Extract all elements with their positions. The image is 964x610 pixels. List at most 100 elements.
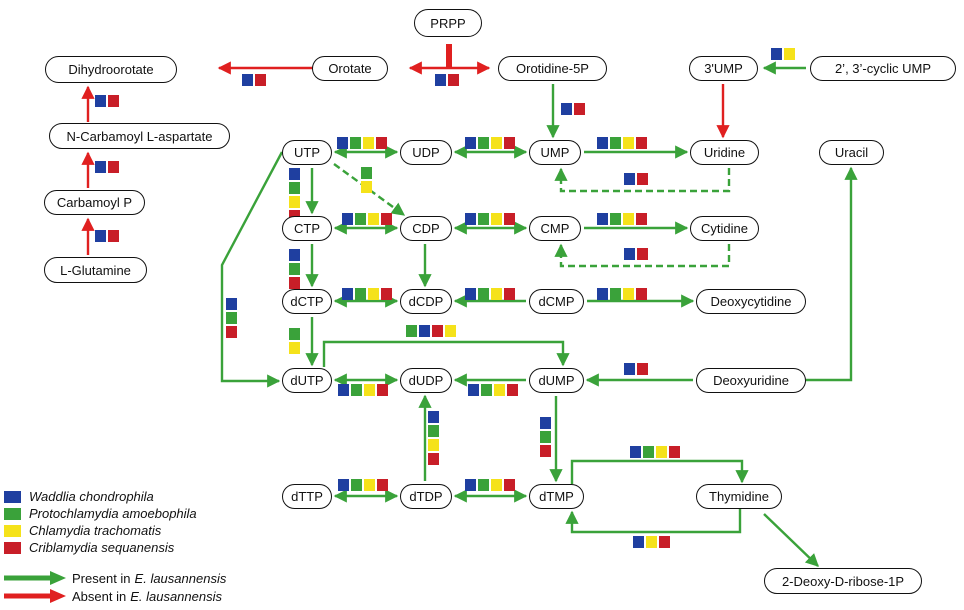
node-uridine: Uridine [690, 140, 759, 165]
species-square-criblamydia [428, 453, 439, 465]
species-square-chlamydia [289, 342, 300, 354]
present-organism: E. lausannensis [134, 570, 227, 586]
legend-label: Criblamydia sequanensis [29, 540, 175, 555]
species-square-criblamydia [448, 74, 459, 86]
species-square-waddlia [597, 137, 608, 149]
species-square-waddlia [465, 213, 476, 225]
species-square-criblamydia [289, 277, 300, 289]
species-square-waddlia [342, 213, 353, 225]
waddlia-swatch [4, 490, 21, 503]
node-deoxycytidine: Deoxycytidine [696, 289, 806, 314]
species-square-criblamydia [504, 213, 515, 225]
node-carbamoyl-p: Carbamoyl P [44, 190, 145, 215]
node-dtdp: dTDP [400, 484, 452, 509]
species-square-criblamydia [504, 479, 515, 491]
species-square-protochlamydia [289, 328, 300, 340]
node-dctp: dCTP [282, 289, 332, 314]
species-square-chlamydia [445, 325, 456, 337]
species-square-chlamydia [364, 479, 375, 491]
species-square-waddlia [633, 536, 644, 548]
species-square-chlamydia [646, 536, 657, 548]
species-square-chlamydia [368, 288, 379, 300]
species-square-criblamydia [377, 479, 388, 491]
node-utp: UTP [282, 140, 332, 165]
red-arrow-icon [4, 589, 66, 603]
species-square-waddlia [435, 74, 446, 86]
species-square-waddlia [95, 161, 106, 173]
green-arrow-icon [4, 571, 66, 585]
species-square-criblamydia [108, 230, 119, 242]
species-square-waddlia [342, 288, 353, 300]
species-square-waddlia [428, 411, 439, 423]
species-square-criblamydia [669, 446, 680, 458]
node-ump: UMP [529, 140, 581, 165]
species-square-criblamydia [504, 288, 515, 300]
species-square-chlamydia [364, 384, 375, 396]
species-square-waddlia [624, 248, 635, 260]
species-square-criblamydia [226, 326, 237, 338]
node-dudp: dUDP [400, 368, 452, 393]
species-square-chlamydia [623, 137, 634, 149]
reaction-arrow-uridine-ump [554, 167, 731, 193]
species-square-criblamydia [108, 161, 119, 173]
node-deoxyuridine: Deoxyuridine [696, 368, 806, 393]
species-square-criblamydia [381, 288, 392, 300]
species-square-waddlia [624, 363, 635, 375]
absent-organism: E. lausannensis [130, 588, 222, 604]
species-square-criblamydia [507, 384, 518, 396]
species-square-criblamydia [255, 74, 266, 86]
species-square-chlamydia [656, 446, 667, 458]
reaction-arrow-cytidine-cmp [554, 243, 731, 268]
species-square-chlamydia [623, 288, 634, 300]
legend-label: Protochlamydia amoebophila [29, 506, 197, 521]
species-square-waddlia [289, 249, 300, 261]
present-label: Present in [72, 570, 131, 586]
species-square-waddlia [289, 168, 300, 180]
species-square-chlamydia [368, 213, 379, 225]
reaction-arrow-thymidine-dtmp [565, 509, 742, 534]
node-cyclic-ump: 2’, 3’-cyclic UMP [810, 56, 956, 81]
species-square-protochlamydia [289, 182, 300, 194]
species-square-chlamydia [494, 384, 505, 396]
species-square-criblamydia [108, 95, 119, 107]
species-square-waddlia [624, 173, 635, 185]
species-square-criblamydia [574, 103, 585, 115]
species-square-waddlia [242, 74, 253, 86]
absent-label: Absent in [72, 588, 127, 604]
species-square-chlamydia [491, 137, 502, 149]
species-square-criblamydia [636, 213, 647, 225]
species-square-waddlia [468, 384, 479, 396]
species-square-protochlamydia [478, 479, 489, 491]
node-udp: UDP [400, 140, 452, 165]
species-square-criblamydia [540, 445, 551, 457]
species-square-waddlia [226, 298, 237, 310]
species-square-protochlamydia [610, 137, 621, 149]
legend-item-chlamydia: Chlamydia trachomatis [4, 523, 161, 538]
node-dcdp: dCDP [400, 289, 452, 314]
reaction-arrow-utp-cdp [333, 163, 406, 216]
species-square-waddlia [561, 103, 572, 115]
species-square-criblamydia [637, 363, 648, 375]
reaction-arrow-thymidine-deoxy_ribose [763, 513, 819, 567]
species-square-criblamydia [504, 137, 515, 149]
species-square-protochlamydia [355, 213, 366, 225]
legend-item-waddlia: Waddlia chondrophila [4, 489, 154, 504]
species-square-protochlamydia [478, 213, 489, 225]
species-square-protochlamydia [610, 288, 621, 300]
node-ctp: CTP [282, 216, 332, 241]
species-square-criblamydia [637, 248, 648, 260]
species-square-protochlamydia [289, 263, 300, 275]
species-square-waddlia [465, 137, 476, 149]
species-square-chlamydia [491, 479, 502, 491]
reaction-arrow-deoxyuridine-uracil [806, 166, 858, 382]
protochlamydia-swatch [4, 507, 21, 520]
species-square-chlamydia [623, 213, 634, 225]
node-dttp: dTTP [282, 484, 332, 509]
node-cmp: CMP [529, 216, 581, 241]
chlamydia-swatch [4, 524, 21, 537]
species-square-protochlamydia [355, 288, 366, 300]
node-dutp: dUTP [282, 368, 332, 393]
species-square-criblamydia [376, 137, 387, 149]
species-square-waddlia [597, 288, 608, 300]
